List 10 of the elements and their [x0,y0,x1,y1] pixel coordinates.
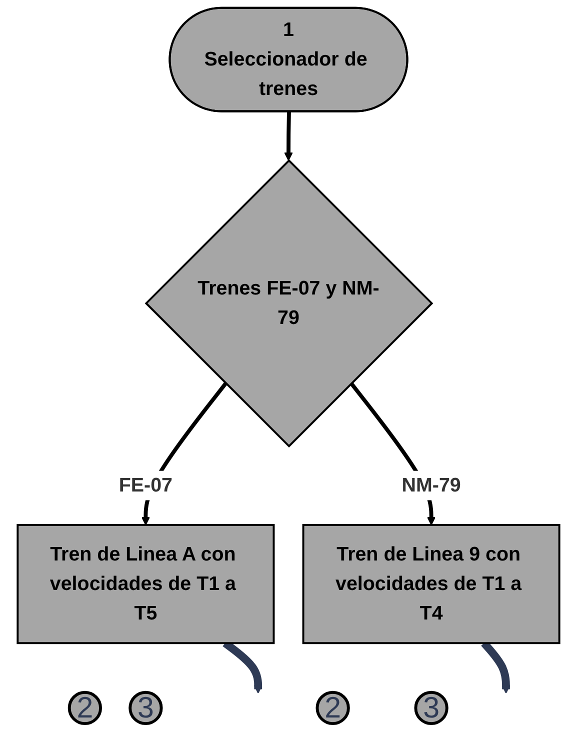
edge-label: NM-79 [402,474,461,496]
node-box: Tren de Linea 9 con velocidades de T1 a T4 [302,524,560,644]
node-circle: 3 [414,690,448,726]
node-box: Tren de Linea A con velocidades de T1 a T5 [16,524,275,644]
arrow [284,112,293,161]
node-diamond: Trenes FE-07 y NM-79 [144,159,434,448]
edge-label: FE-07 [118,474,173,496]
node-circle: 3 [128,690,163,726]
node-circle: 2 [68,690,102,726]
node-circle: 2 [316,690,350,726]
